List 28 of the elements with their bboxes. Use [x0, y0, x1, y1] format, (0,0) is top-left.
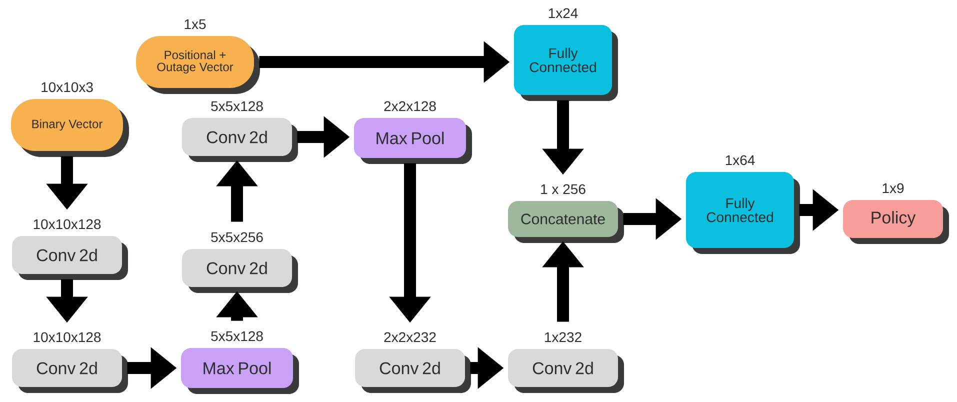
- layer-box: Conv 2d: [182, 118, 298, 162]
- size-label: 10x10x3: [42, 82, 93, 92]
- size-label: 5x5x128: [211, 101, 263, 112]
- layer-box: Fully Connected: [686, 172, 800, 254]
- layer-box: Concatenate: [508, 201, 624, 243]
- size-label: 1x9: [882, 183, 904, 194]
- layer-box: Conv 2d: [355, 349, 471, 393]
- size-label: 1x64: [726, 155, 755, 166]
- layer-box: Conv 2d: [12, 236, 128, 280]
- size-label: 10x10x128: [34, 219, 101, 230]
- size-label: 5x5x256: [211, 232, 263, 242]
- layer-box: Fully Connected: [514, 25, 618, 101]
- layer-box: Conv 2d: [182, 249, 298, 293]
- layer-box: Positional + Outage Vector: [136, 36, 260, 94]
- size-label: 1 x 256: [541, 184, 586, 194]
- size-label: 1x5: [184, 19, 206, 30]
- layer-box: Binary Vector: [11, 99, 129, 157]
- size-label: 10x10x128: [34, 332, 101, 342]
- layer-box: Conv 2d: [508, 349, 624, 393]
- size-label: 2x2x128: [384, 101, 436, 112]
- size-label: 1x24: [548, 8, 578, 18]
- layer-box: Policy: [843, 200, 949, 244]
- size-label: 2x2x232: [384, 332, 436, 342]
- size-label: 5x5x128: [211, 331, 263, 342]
- layer-box: Conv 2d: [12, 349, 128, 393]
- size-label: 1x232: [545, 332, 582, 342]
- layer-box: Max Pool: [354, 118, 472, 164]
- layer-box: Max Pool: [181, 348, 299, 394]
